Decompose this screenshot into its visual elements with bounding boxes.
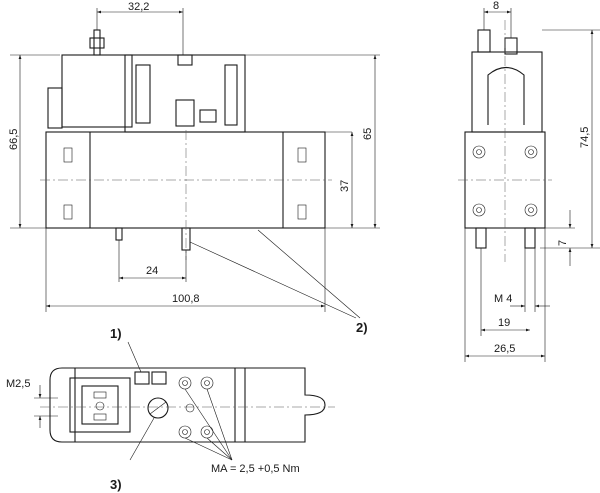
body-screw: [63, 204, 73, 220]
dim-side-total: 26,5: [494, 343, 515, 355]
plan-connector-inner: [81, 385, 119, 425]
override-screw: [147, 397, 169, 419]
dim-pin-offset: 24: [146, 265, 158, 277]
spade-terminal: [93, 29, 101, 56]
override-tab: [199, 109, 217, 123]
dim-right-height: 65: [362, 128, 374, 140]
terminal-base: [89, 37, 105, 49]
dim-inner-height: 37: [339, 180, 351, 192]
plan-view: M2,5 1) 3) MA = 2,5 +0,5 Nm: [6, 326, 335, 492]
manual-override: [175, 99, 195, 127]
torque-note: MA = 2,5 +0,5 Nm: [211, 463, 300, 475]
side-view: 8 74,5 7 M 4 19 26,5: [458, 0, 600, 362]
front-view: 32,2 66,5 65 37 24 100,8 2): [8, 1, 380, 335]
plan-clip: [151, 371, 167, 385]
side-pin-left: [475, 227, 487, 249]
plan-screws: [178, 376, 214, 439]
dim-plan-thread: M2,5: [6, 378, 30, 390]
side-terminal: [477, 29, 491, 53]
plug-contact: [93, 413, 107, 421]
dim-side-inner: 19: [498, 317, 510, 329]
side-pin-right: [524, 227, 536, 249]
plug-contact: [93, 391, 107, 399]
dim-side-top: 8: [493, 0, 499, 12]
callout-3: 3): [110, 477, 122, 492]
dim-side-pin: 7: [557, 240, 569, 246]
head-top-tab: [177, 54, 193, 66]
coil-connector: [47, 87, 63, 129]
coil-housing: [61, 54, 133, 128]
dim-total-length: 100,8: [172, 293, 200, 305]
side-coil: [471, 51, 543, 133]
solenoid-head: [124, 54, 246, 133]
plan-connector: [69, 377, 131, 433]
pin: [115, 227, 123, 241]
plan-clip: [134, 371, 150, 385]
plan-outline: [49, 367, 326, 443]
body-screw: [63, 147, 73, 163]
body-screw: [297, 147, 307, 163]
head-slot-left: [135, 64, 151, 124]
head-slot-right: [224, 64, 238, 126]
dim-side-height: 74,5: [579, 127, 591, 148]
body-screw: [297, 204, 307, 220]
callout-2: 2): [356, 320, 368, 335]
dim-side-thread: M 4: [494, 293, 512, 305]
side-screws: [472, 145, 538, 217]
dim-top-width: 32,2: [128, 1, 149, 13]
side-coil-arch: [487, 66, 525, 125]
callout-1: 1): [110, 326, 122, 341]
dim-left-height: 66,5: [8, 129, 20, 150]
plug-contact: [95, 401, 105, 411]
